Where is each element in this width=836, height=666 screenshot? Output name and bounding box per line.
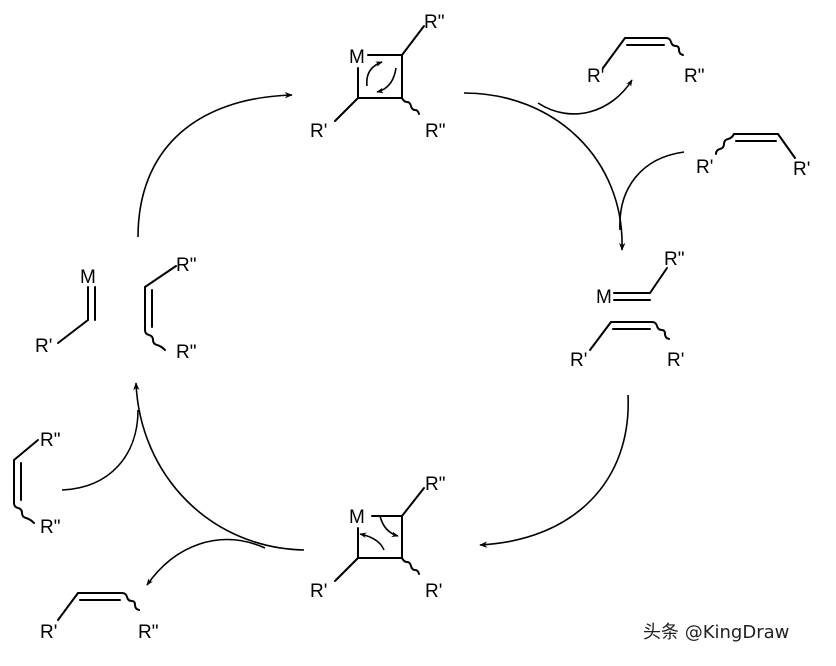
arrow-to-left-carbene	[133, 382, 305, 551]
substituent-label: R"	[664, 249, 684, 270]
substituent-label: R"	[425, 474, 445, 495]
substituent-label: R"	[684, 66, 704, 87]
substituent-label: R'	[310, 581, 327, 602]
incoming-alkene-right: R' R'	[696, 133, 810, 180]
arrow-release-top-alkene	[537, 79, 633, 115]
substituent-label: R'	[570, 350, 587, 371]
substituent-label: R"	[138, 622, 158, 643]
substituent-label: R'	[587, 66, 604, 87]
top-metallacyclobutane: M R" R' R"	[310, 12, 445, 142]
substituent-label: R'	[425, 581, 442, 602]
arrow-incoming-left-alkene	[61, 409, 139, 491]
substituent-label: R'	[35, 336, 52, 357]
substituent-label: R'	[793, 159, 810, 180]
bottom-metallacyclobutane: M R" R' R'	[310, 474, 445, 602]
substituent-label: R"	[40, 517, 60, 538]
cycle-arrows	[61, 79, 685, 586]
metal-label: M	[349, 47, 365, 68]
incoming-alkene-left: R" R"	[13, 430, 60, 538]
substituent-label: R'	[40, 622, 57, 643]
substituent-label: R"	[176, 255, 196, 276]
metal-carbene-right: M R"	[596, 249, 684, 308]
substituent-label: R"	[425, 121, 445, 142]
watermark: 头条 @KingDraw	[643, 622, 789, 643]
substituent-label: R'	[310, 121, 327, 142]
metal-label: M	[349, 507, 365, 528]
released-alkene-top: R' R"	[587, 37, 704, 87]
arrow-release-bottom-alkene	[146, 538, 266, 586]
substituent-label: R'	[696, 157, 713, 178]
alkene-right: R' R'	[570, 321, 684, 371]
substituent-label: R"	[40, 430, 60, 451]
substituent-label: R"	[176, 342, 196, 363]
substituent-label: R"	[424, 12, 444, 33]
arrow-to-right-carbene	[463, 92, 626, 251]
alkene-left: R" R"	[144, 255, 196, 363]
released-alkene-bottom: R' R"	[40, 592, 158, 643]
arrow-incoming-right-alkene	[619, 151, 685, 231]
metal-label: M	[596, 287, 612, 308]
metal-carbene-left: M R'	[35, 267, 96, 357]
arrow-to-bottom-metallacycle	[479, 394, 629, 548]
substituent-label: R'	[667, 350, 684, 371]
arrow-to-top-metallacycle	[137, 92, 293, 238]
metal-label: M	[80, 267, 96, 288]
